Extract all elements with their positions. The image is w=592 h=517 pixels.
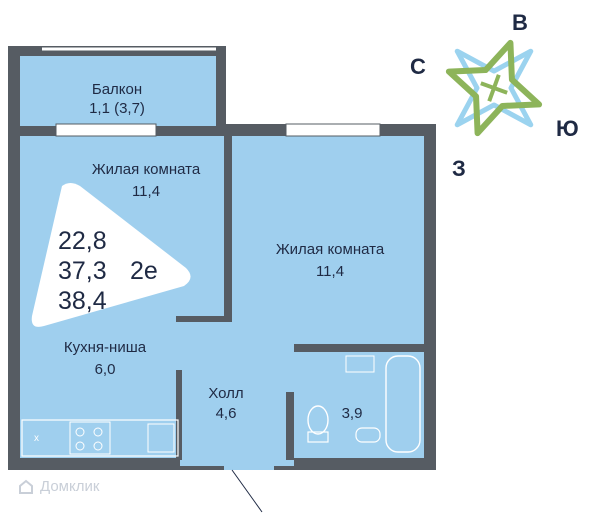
window-right xyxy=(285,123,381,137)
burner-3 xyxy=(75,441,85,451)
total-area-with-balcony: 38,4 xyxy=(58,287,107,315)
home-logo-icon xyxy=(19,479,33,494)
compass-north: С xyxy=(410,54,426,79)
stove xyxy=(69,421,111,455)
balcony-floor xyxy=(20,56,216,126)
summary-badge xyxy=(31,183,191,327)
living-room-right xyxy=(232,136,424,346)
hall-name: Холл xyxy=(208,385,244,402)
compass-east: В xyxy=(512,10,528,35)
hall-area: 4,6 xyxy=(215,405,237,422)
hall-link xyxy=(176,320,236,460)
watermark: Домклик xyxy=(18,478,99,495)
living-left-area: 11,4 xyxy=(131,183,161,200)
kitchen-counter xyxy=(21,419,179,457)
window-left xyxy=(55,123,157,137)
fridge-mark: x xyxy=(34,433,39,444)
wall-divider xyxy=(224,136,232,316)
bathroom xyxy=(294,352,424,458)
living-right-area: 11,4 xyxy=(315,263,345,280)
burner-2 xyxy=(93,427,103,437)
bath-area: 3,9 xyxy=(341,405,363,422)
bathtub xyxy=(385,355,421,453)
bath-sink xyxy=(355,427,381,443)
washing-machine xyxy=(345,355,375,373)
wall-hall-left xyxy=(176,370,182,460)
living-right-name: Жилая комната xyxy=(275,241,385,258)
toilet-tank xyxy=(307,431,329,443)
burner-1 xyxy=(75,427,85,437)
kitchen-area: 6,0 xyxy=(94,361,116,378)
burner-4 xyxy=(93,441,103,451)
compass-icon xyxy=(445,39,543,137)
entrance-gap xyxy=(224,458,274,470)
kitchen-sink xyxy=(147,423,175,453)
kitchen-niche xyxy=(20,316,180,458)
balcony-name: Балкон xyxy=(91,81,143,98)
compass-west: З xyxy=(452,156,466,181)
wall-kitchen-right xyxy=(176,316,232,322)
living-area-total: 22,8 xyxy=(58,227,107,255)
wall-bath-left xyxy=(286,392,294,460)
watermark-text: Домклик xyxy=(40,478,100,495)
entrance-door-arc xyxy=(231,469,263,513)
toilet xyxy=(307,405,329,435)
living-left-name: Жилая комната xyxy=(91,161,201,178)
kitchen-name: Кухня-ниша xyxy=(63,339,147,356)
wall-bath-top xyxy=(294,344,424,352)
balcony-area: 1,1 (3,7) xyxy=(89,100,145,117)
compass-south: Ю xyxy=(556,116,579,141)
total-area: 37,3 xyxy=(58,257,107,285)
apartment-type: 2е xyxy=(130,257,158,285)
